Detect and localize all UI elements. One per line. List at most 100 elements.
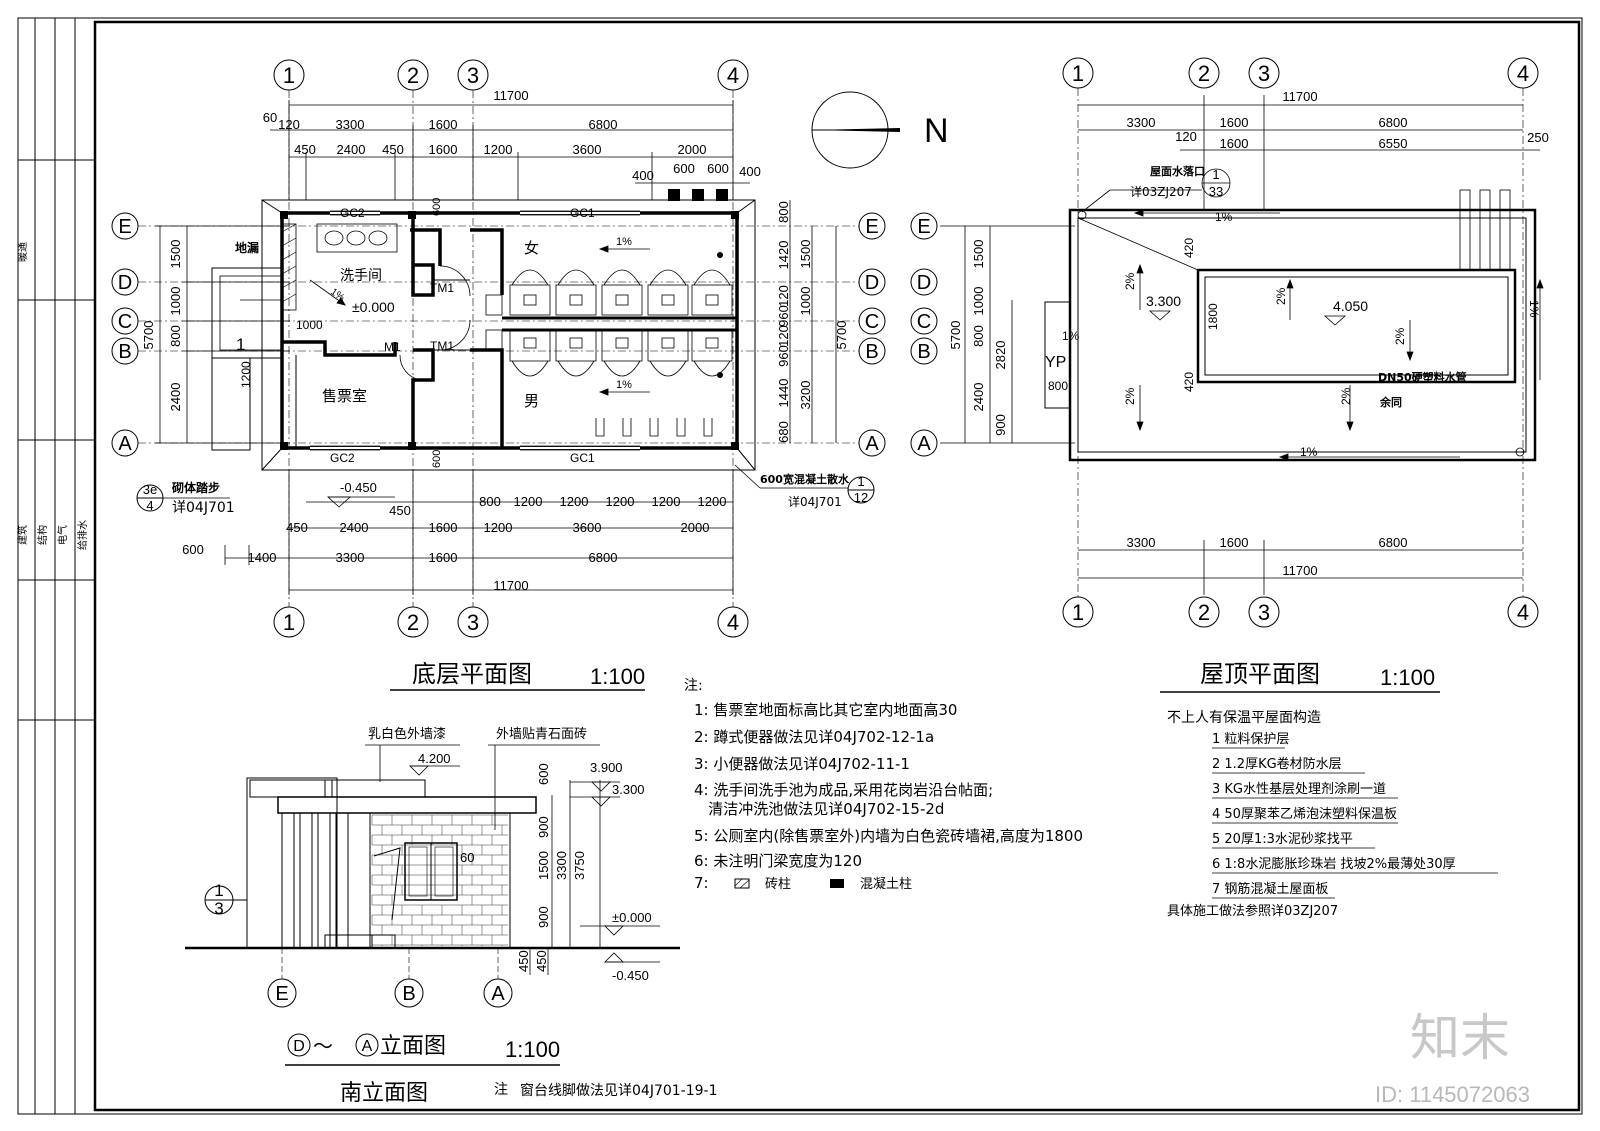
floor-plan: 1 2 3 4 1 2 3 4 E D C B A E D C (111, 59, 886, 691)
elev-title-axis-b: A (362, 1038, 373, 1055)
north-label: N (924, 112, 949, 150)
note-5: 5: 公厕室内(除售票室外)内墙为白色瓷砖墙裙,高度为1800 (694, 827, 1083, 845)
rp-dim-1600: 1600 (1220, 115, 1249, 130)
fp-dim-600a: 600 (673, 161, 695, 176)
rp-bdim-3300: 3300 (1127, 535, 1156, 550)
rp-elev-3300: 3.300 (1146, 293, 1181, 309)
rp-axis-1-top: 1 (1072, 61, 1084, 86)
elev-sec-sheet: 3 (214, 899, 223, 918)
legend-brick: 砖柱 (765, 877, 791, 892)
fp-inner-1200: 1200 (239, 361, 253, 388)
fp-axis-E-left: E (118, 216, 131, 238)
elevation: 乳白色外墙漆 外墙贴青石面砖 4.200 3.900 3.300 ±0.000 … (185, 726, 718, 1106)
note-6: 6: 未注明门梁宽度为120 (694, 852, 862, 870)
rp-elev-4050: 4.050 (1333, 298, 1368, 314)
north-arrow: N (811, 91, 949, 169)
discipline-struct: 结构 (36, 525, 49, 545)
elev-paint: 乳白色外墙漆 (368, 726, 446, 742)
fp-dim-lines-right (789, 200, 837, 443)
fp-axis-1-bot: 1 (283, 610, 295, 635)
fp-axis-E-right: E (865, 216, 878, 238)
fp-dim-400b: 400 (739, 164, 761, 179)
elev-tile: 外墙贴青石面砖 (496, 727, 587, 742)
rp-dim-6550: 6550 (1379, 136, 1408, 151)
fp-dim-right-960b: 960 (776, 345, 791, 367)
fp-axis-B-left: B (118, 341, 131, 363)
fp-axis-D-right: D (865, 272, 879, 294)
roof-plan: 1 2 3 4 1 2 3 4 E D C B A (910, 57, 1549, 693)
fp-dim-2000: 2000 (678, 142, 707, 157)
elev-d60: 60 (460, 850, 474, 865)
fp-dim-left-2400: 2400 (168, 383, 183, 412)
fp-axis-3-top: 3 (467, 63, 479, 88)
fp-dim-right-1440: 1440 (776, 379, 791, 408)
rp-slope-bot: 1% (1300, 445, 1318, 459)
fp-dim-right-120b: 120 (776, 325, 791, 347)
elev-note-head: 注 (494, 1082, 508, 1098)
fp-win-gc1-top: GC1 (570, 206, 595, 220)
fp-door-m1: M1 (384, 340, 401, 354)
rp-bdim-total: 11700 (1282, 563, 1317, 578)
rp-dim-1600b: 1600 (1220, 136, 1249, 151)
watermark: 知末 ID: 1145072063 (1375, 1009, 1530, 1107)
rp-dim-6800: 6800 (1379, 115, 1408, 130)
rp-pipe: DN50硬塑料水管 (1378, 370, 1467, 384)
title-block: 暖通 建筑 结构 电气 给排水 (16, 242, 89, 550)
fp-slope-arrows (309, 245, 650, 396)
elev-sec-num: 1 (214, 881, 223, 900)
elev-title: D ～ A 立面图 1:100 南立面图 注 窗台线脚做法见详04J701-19… (285, 1033, 718, 1106)
rp-ldim-1500: 1500 (971, 240, 986, 269)
fp-door-tm1-b: TM1 (430, 339, 454, 353)
fp-elev-zero: ±0.000 (352, 299, 395, 315)
fp-dim-120: 120 (278, 117, 300, 132)
fp-brick-columns (281, 223, 297, 303)
note-2: 2: 蹲式便器做法见详04J702-12-1a (694, 728, 934, 746)
discipline-elec: 电气 (56, 525, 69, 545)
rp-axis-A: A (917, 433, 931, 455)
rp-pipe2: 余同 (1379, 395, 1402, 409)
rp-yp: YP (1045, 354, 1066, 371)
fp-inner-1000: 1000 (296, 318, 323, 332)
fp-dim-3600: 3600 (573, 142, 602, 157)
fp-ticket-room: 售票室 (322, 387, 367, 405)
fp-bdim2-2000: 2000 (681, 520, 710, 535)
fp-dim-left-1000: 1000 (168, 287, 183, 316)
elev-axis-A: A (491, 983, 505, 1005)
elev-d3750: 3750 (572, 851, 587, 880)
fp-axis-B-right: B (865, 341, 878, 363)
fp-dim-450b: 450 (382, 142, 404, 157)
note-3: 3: 小便器做法见详04J702-11-1 (694, 755, 910, 773)
rp-slope-top: 1% (1215, 210, 1233, 224)
fp-bdim3-3300: 3300 (336, 550, 365, 565)
rc-footer: 具体施工做法参照详03ZJ207 (1167, 903, 1338, 919)
rc-item-5: 5 20厚1:3水泥砂浆找平 (1212, 832, 1353, 847)
rp-slope-right: 1% (1527, 300, 1541, 318)
rp-axis-3-bot: 3 (1258, 600, 1270, 625)
rp-dim-120: 120 (1175, 129, 1197, 144)
fp-bdim2-450: 450 (286, 520, 308, 535)
fp-inner-600b: 600 (431, 450, 443, 468)
fp-dim-right-1420: 1420 (776, 241, 791, 270)
rp-ldim-900: 900 (993, 414, 1008, 436)
elev-d900a: 900 (536, 816, 551, 838)
fp-dim-right-960a: 960 (776, 305, 791, 327)
rp-dim-total: 11700 (1282, 89, 1317, 104)
watermark-logo: 知末 (1410, 1009, 1510, 1067)
elev-title-suffix: 立面图 (380, 1034, 446, 1059)
fp-bdim-total: 11700 (493, 578, 528, 593)
fp-female: 女 (524, 239, 539, 257)
sheet-border (17, 17, 1583, 1115)
fp-dim-450a: 450 (294, 142, 316, 157)
elev-axis-E: E (275, 983, 288, 1005)
fp-bdim-1200d: 1200 (652, 494, 681, 509)
rp-scale: 1:100 (1380, 665, 1435, 690)
rp-dim-420a: 420 (1182, 238, 1196, 258)
elev-neg: -0.450 (612, 968, 649, 983)
elev-3300: 3.300 (612, 782, 645, 797)
fp-bdim-1200a: 1200 (514, 494, 543, 509)
rc-title: 不上人有保温平屋面构造 (1167, 710, 1321, 726)
fp-win-gc2-bot: GC2 (330, 451, 355, 465)
fp-axis-3-bot: 3 (467, 610, 479, 635)
rp-title-text: 屋顶平面图 (1200, 660, 1320, 688)
